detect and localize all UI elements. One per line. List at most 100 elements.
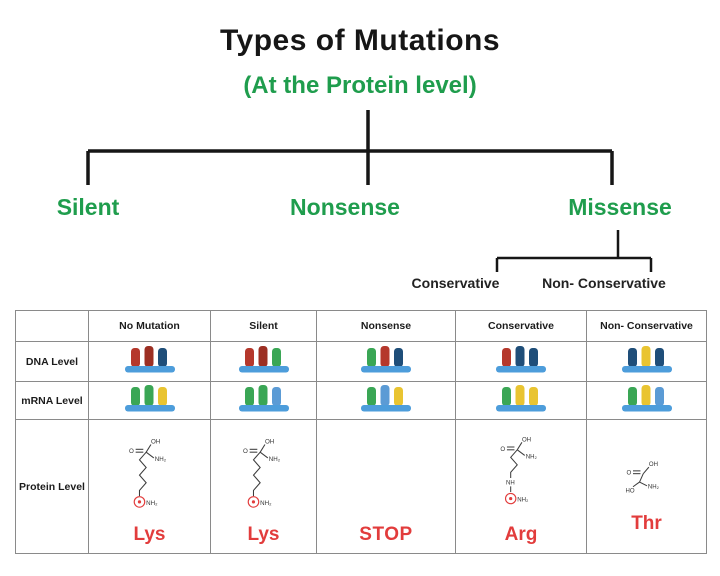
col-header-no-mutation: No Mutation	[88, 310, 211, 342]
svg-text:NH₂: NH₂	[526, 453, 538, 460]
svg-text:HO: HO	[625, 488, 634, 494]
col-header-nonsense: Nonsense	[316, 310, 456, 342]
mrna-bar	[258, 385, 267, 406]
dna-bar	[130, 348, 140, 367]
svg-text:OH: OH	[150, 438, 159, 445]
dna-bar	[641, 346, 650, 367]
strand-baseline	[621, 405, 672, 412]
col-header-non-conservative: Non- Conservative	[586, 310, 707, 342]
corner-cell	[15, 310, 89, 342]
mrna-bar	[144, 385, 153, 406]
stop-label: STOP	[359, 523, 413, 545]
strand-baseline	[238, 405, 289, 412]
dna-bar	[157, 348, 167, 367]
mrna-bar	[394, 387, 403, 406]
empty-structure-area	[317, 422, 455, 522]
svg-text:OH: OH	[648, 462, 657, 468]
strand-baseline	[361, 366, 411, 373]
strand-baseline	[496, 405, 546, 412]
strand-baseline	[238, 366, 289, 373]
strand-baseline	[361, 405, 411, 412]
svg-text:O: O	[626, 470, 631, 476]
dna-cell-non-conservative	[586, 341, 707, 382]
col-header-conservative: Conservative	[455, 310, 587, 342]
protein-cell-silent: OH O NH₂ NH₂ Lys	[210, 419, 317, 554]
amine-highlight-circle	[504, 492, 517, 504]
amino-acid-label: Arg	[504, 523, 538, 545]
row-header-dna-level: DNA Level	[15, 341, 89, 382]
dna-bar	[394, 348, 403, 367]
dna-cell-no-mutation	[88, 341, 211, 382]
page-title: Types of Mutations	[219, 24, 501, 57]
protein-cell-non-conservative: OH O NH₂ HO Thr	[586, 419, 707, 554]
mrna-bar	[244, 387, 254, 406]
mrna-cell-no-mutation	[88, 381, 211, 420]
mrna-level-row: mRNA Level	[15, 381, 707, 420]
amino-acid-label: Thr	[631, 512, 662, 534]
mrna-bar	[515, 385, 525, 406]
dna-bar	[654, 348, 664, 367]
subtitle: (At the Protein level)	[243, 72, 477, 99]
mrna-bar	[654, 387, 664, 406]
svg-text:O: O	[128, 448, 133, 455]
mrna-cell-silent	[210, 381, 317, 420]
dna-bar	[144, 346, 153, 367]
subbranch-label-conservative: Conservative	[411, 275, 500, 291]
protein-cell-no-mutation: OH O NH₂ NH₂ Lys	[88, 419, 211, 554]
mrna-bar	[130, 387, 140, 406]
branch-label-silent: Silent	[56, 194, 120, 220]
dna-cell-nonsense	[316, 341, 456, 382]
dna-bases-icon	[124, 346, 175, 373]
strand-baseline	[124, 405, 175, 412]
amine-highlight-dot	[509, 496, 513, 500]
protein-cell-conservative: OH O NH₂ NH NH₂ Arg	[455, 419, 587, 554]
protein-level-row: Protein Level OH O	[15, 419, 707, 554]
svg-text:NH₂: NH₂	[154, 455, 166, 462]
dna-bar	[529, 348, 538, 367]
lysine-structure: OH O NH₂ NH₂	[242, 438, 280, 508]
dna-bar	[502, 348, 511, 367]
amine-highlight-dot	[137, 499, 141, 504]
lysine-structure: OH O NH₂ NH₂	[128, 438, 166, 508]
dna-bar	[244, 348, 254, 367]
mrna-bar	[502, 387, 511, 406]
branch-label-nonsense: Nonsense	[290, 194, 400, 220]
dna-bases-icon	[496, 346, 546, 373]
mrna-bar	[157, 387, 167, 406]
row-header-mrna-level: mRNA Level	[15, 381, 89, 420]
col-header-silent: Silent	[210, 310, 317, 342]
dna-bar	[380, 346, 390, 367]
mrna-bar	[641, 385, 650, 406]
subbranch-label-non-conservative: Non- Conservative	[542, 275, 666, 291]
strand-baseline	[621, 366, 672, 373]
svg-text:O: O	[242, 448, 247, 455]
mrna-bar	[271, 387, 281, 406]
amine-highlight-circle	[133, 495, 145, 508]
svg-text:NH₂: NH₂	[260, 499, 272, 506]
dna-bases-icon	[238, 346, 289, 373]
mrna-bar	[380, 385, 390, 406]
mrna-bases-icon	[124, 385, 175, 412]
strand-baseline	[124, 366, 175, 373]
branch-label-missense: Missense	[568, 194, 672, 220]
svg-text:OH: OH	[522, 436, 531, 443]
dna-cell-conservative	[455, 341, 587, 382]
amino-acid-label: Lys	[247, 523, 280, 545]
mrna-bases-icon	[238, 385, 289, 412]
mrna-cell-non-conservative	[586, 381, 707, 420]
svg-text:NH₂: NH₂	[268, 455, 280, 462]
header-row: No Mutation Silent Nonsense Conservative…	[15, 310, 707, 342]
dna-level-row: DNA Level	[15, 341, 707, 382]
svg-text:NH₂: NH₂	[517, 496, 529, 503]
dna-bar	[367, 348, 376, 367]
strand-baseline	[496, 366, 546, 373]
amine-highlight-circle	[247, 495, 259, 508]
amine-highlight-dot	[251, 499, 255, 504]
dna-bar	[258, 346, 267, 367]
mrna-bases-icon	[361, 385, 411, 412]
mutation-comparison-table: No Mutation Silent Nonsense Conservative…	[15, 310, 707, 554]
mrna-bar	[627, 387, 637, 406]
dna-bar	[271, 348, 281, 367]
svg-text:O: O	[500, 445, 505, 452]
svg-text:NH₂: NH₂	[146, 499, 158, 506]
